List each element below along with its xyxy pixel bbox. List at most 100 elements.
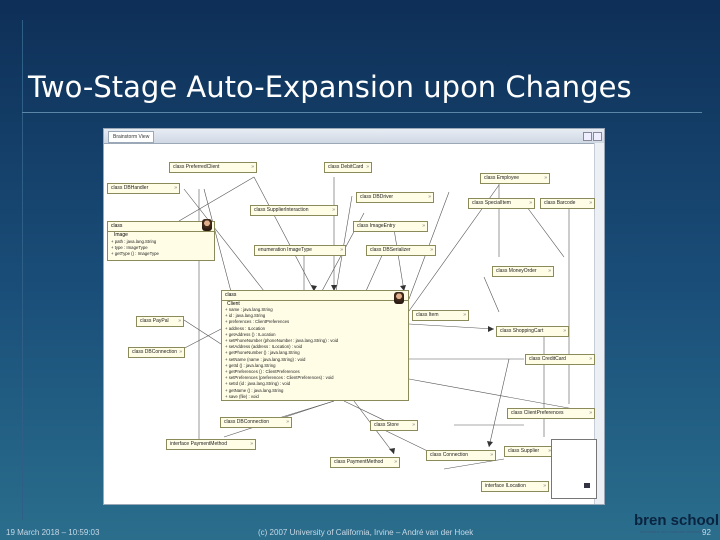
node-db-driver[interactable]: class DBDriver » xyxy=(356,192,434,203)
node-label: class DBConnection xyxy=(132,349,178,355)
node-debit-card[interactable]: class DebitCard» xyxy=(324,162,372,173)
node-shopping-cart[interactable]: class ShoppingCart» xyxy=(496,326,569,337)
node-location-iface[interactable]: interface ILocation » xyxy=(481,481,549,492)
member: + getId () : java.lang.String xyxy=(225,362,276,368)
expand-icon[interactable]: » xyxy=(589,356,592,362)
node-image-type[interactable]: enumeration ImageType » xyxy=(254,245,346,256)
class-keyword: class xyxy=(108,222,214,232)
node-pay-pal[interactable]: class PayPal » xyxy=(136,316,184,327)
node-label: class Supplier xyxy=(508,448,540,454)
node-label: class CreditCard xyxy=(529,356,566,362)
node-label: class MoneyOrder xyxy=(496,268,537,274)
member: + name : java.lang.String xyxy=(225,307,273,312)
node-credit-card[interactable]: class CreditCard » xyxy=(525,354,595,365)
node-client[interactable]: class Client + name : java.lang.String +… xyxy=(221,290,409,401)
node-item[interactable]: class Item» xyxy=(412,310,469,321)
node-image[interactable]: class Image + path : java.lang.String + … xyxy=(107,221,215,261)
node-money-order[interactable]: class MoneyOrder » xyxy=(492,266,554,277)
member: + getPreferences () : ClientPreferences xyxy=(225,369,300,375)
node-label: class DBDriver xyxy=(360,194,394,200)
member: + setPreferences (preferences : ClientPr… xyxy=(225,375,334,381)
node-payment-method[interactable]: class PaymentMethod » xyxy=(330,457,400,468)
footer-date: 19 March 2018 – 10:59:03 xyxy=(6,528,100,537)
expand-icon[interactable]: » xyxy=(366,164,369,170)
overview-panel[interactable] xyxy=(551,439,597,499)
node-label: class DebitCard xyxy=(328,164,364,170)
view-tab[interactable]: Brainstorm View xyxy=(108,131,155,143)
expand-icon[interactable]: » xyxy=(463,312,466,318)
node-payment-method-iface[interactable]: interface PaymentMethod » xyxy=(166,439,256,450)
expand-icon[interactable]: » xyxy=(332,207,335,213)
expand-icon[interactable]: » xyxy=(412,422,415,428)
class-name: Client xyxy=(227,301,240,307)
expand-icon[interactable]: » xyxy=(394,459,397,465)
node-label: class PaymentMethod xyxy=(334,459,384,465)
expand-icon[interactable]: » xyxy=(543,483,546,489)
footer-copyright: (c) 2007 University of California, Irvin… xyxy=(258,528,474,537)
expand-icon[interactable]: » xyxy=(548,268,551,274)
member: + getName () : java.lang.String xyxy=(225,387,284,393)
expand-icon[interactable]: » xyxy=(178,318,181,324)
expand-icon[interactable]: » xyxy=(250,441,253,447)
node-label: interface PaymentMethod xyxy=(170,441,227,447)
node-label: class Barcode xyxy=(544,200,576,206)
node-label: class Connection xyxy=(430,452,469,458)
expand-icon[interactable]: » xyxy=(589,410,592,416)
member: + getAddress () : ILocation xyxy=(225,331,276,337)
author-avatar xyxy=(202,219,212,231)
node-supplier-interaction[interactable]: class SupplierInteraction » xyxy=(250,205,338,216)
logo-subtitle: information and computer sciences xyxy=(640,529,703,534)
overview-viewport[interactable] xyxy=(584,483,590,488)
expand-icon[interactable]: » xyxy=(174,185,177,191)
node-label: class PayPal xyxy=(140,318,169,324)
expand-icon[interactable]: » xyxy=(179,349,182,355)
node-supplier[interactable]: class Supplier » xyxy=(504,446,554,457)
expand-icon[interactable]: » xyxy=(563,328,566,334)
node-special-item[interactable]: class SpecialItem» xyxy=(468,198,535,209)
node-store[interactable]: class Store» xyxy=(370,420,418,431)
expand-icon[interactable]: » xyxy=(548,448,551,454)
class-keyword: class xyxy=(222,291,408,301)
node-employee[interactable]: class Employee » xyxy=(480,173,550,184)
node-image-entry[interactable]: class ImageEntry » xyxy=(353,221,428,232)
node-connection[interactable]: class Connection » xyxy=(426,450,496,461)
node-label: class DBHandler xyxy=(111,185,149,191)
expand-icon[interactable]: » xyxy=(286,419,289,425)
node-label: enumeration ImageType xyxy=(258,247,312,253)
window-titlebar: Brainstorm View xyxy=(104,129,604,144)
node-db-serializer[interactable]: class DBSerializer » xyxy=(366,245,436,256)
footer-page-number: 92 xyxy=(702,528,711,537)
vertical-scrollbar[interactable] xyxy=(594,143,604,504)
expand-icon[interactable]: » xyxy=(490,452,493,458)
maximize-icon[interactable] xyxy=(593,132,602,141)
minimize-icon[interactable] xyxy=(583,132,592,141)
bren-school-logo: bren school information and computer sci… xyxy=(634,512,719,534)
expand-icon[interactable]: » xyxy=(430,247,433,253)
node-label: class SupplierInteraction xyxy=(254,207,309,213)
member: + path : java.lang.String xyxy=(111,239,157,244)
member-list: + name : java.lang.String + id : java.la… xyxy=(222,307,408,400)
node-barcode[interactable]: class Barcode » xyxy=(540,198,595,209)
diagram-window: Brainstorm View xyxy=(103,128,605,505)
expand-icon[interactable]: » xyxy=(251,164,254,170)
expand-icon[interactable]: » xyxy=(529,200,532,206)
node-label: class ClientPreferences xyxy=(511,410,564,416)
node-preferred-client[interactable]: class PreferredClient» xyxy=(169,162,257,173)
member: + setPhoneNumber (phoneNumber : java.lan… xyxy=(225,338,339,344)
member: + preferences : ClientPreferences xyxy=(225,319,290,325)
member-list: + path : java.lang.String + type : Image… xyxy=(108,239,214,258)
node-label: class DBSerializer xyxy=(370,247,411,253)
node-client-preferences[interactable]: class ClientPreferences » xyxy=(507,408,595,419)
member: + save (file) : void xyxy=(225,393,259,399)
node-db-connection[interactable]: class DBConnection» xyxy=(220,417,292,428)
node-label: class ImageEntry xyxy=(357,223,396,229)
node-db-handler[interactable]: class DBHandler » xyxy=(107,183,180,194)
node-label: class Employee xyxy=(484,175,520,181)
expand-icon[interactable]: » xyxy=(340,247,343,253)
expand-icon[interactable]: » xyxy=(428,194,431,200)
expand-icon[interactable]: » xyxy=(544,175,547,181)
expand-icon[interactable]: » xyxy=(422,223,425,229)
node-db-connection-left[interactable]: class DBConnection» xyxy=(128,347,185,358)
expand-icon[interactable]: » xyxy=(589,200,592,206)
node-label: interface ILocation xyxy=(485,483,526,489)
